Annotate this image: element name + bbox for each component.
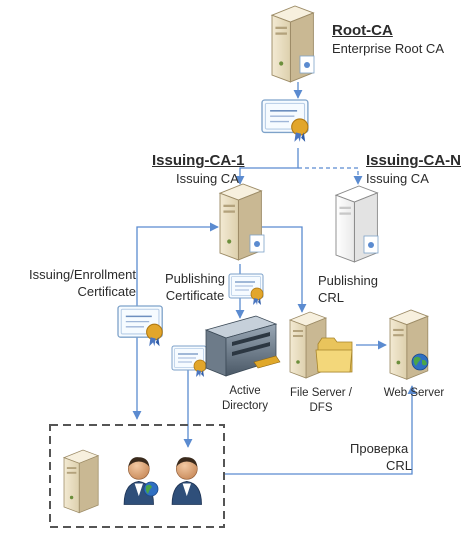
label-issuing-enrollment: Issuing/Enrollment Certificate xyxy=(29,267,136,299)
user-icon-with-globe xyxy=(123,456,159,506)
issuing-ca-1-subtitle: Issuing CA xyxy=(176,171,239,186)
label-web-server: Web Server xyxy=(383,387,445,399)
web-server-icon xyxy=(389,309,429,380)
root-ca-title: Root-CA xyxy=(332,22,393,39)
root-ca-server-icon xyxy=(271,5,315,83)
client-server-icon xyxy=(63,449,99,514)
arrow-crl-check xyxy=(225,385,417,475)
arrow-enrollment xyxy=(132,222,219,420)
file-server-icon xyxy=(289,311,353,379)
dashed-arrow-to-issuing-ca-n xyxy=(298,167,363,185)
client-certificate-icon xyxy=(171,345,207,378)
root-ca-subtitle: Enterprise Root CA xyxy=(332,41,444,56)
label-active-directory: Active Directory xyxy=(221,385,268,412)
issuing-ca-n-server-icon xyxy=(335,185,379,263)
active-directory-icon xyxy=(204,315,281,377)
label-publishing-crl: Publishing CRL xyxy=(318,273,378,305)
label-file-server: File Server / DFS xyxy=(290,387,352,414)
arrow-cert-to-issuing-ca-1 xyxy=(235,148,299,185)
issuing-ca-n-title: Issuing-CA-N xyxy=(366,152,461,169)
label-publishing-certificate: Publishing Certificate xyxy=(165,271,225,303)
issuing-ca-1-server-icon xyxy=(219,183,265,261)
issuing-ca-n-subtitle: Issuing CA xyxy=(366,171,429,186)
enrollment-certificate-icon xyxy=(117,305,163,348)
user-icon xyxy=(171,456,203,506)
root-certificate-icon xyxy=(261,99,309,143)
label-crl-check: Проверка CRL xyxy=(350,441,413,473)
issuing-ca-1-title: Issuing-CA-1 xyxy=(152,152,245,169)
arrow-publishing-crl xyxy=(262,226,307,313)
client-group-box xyxy=(49,424,225,528)
